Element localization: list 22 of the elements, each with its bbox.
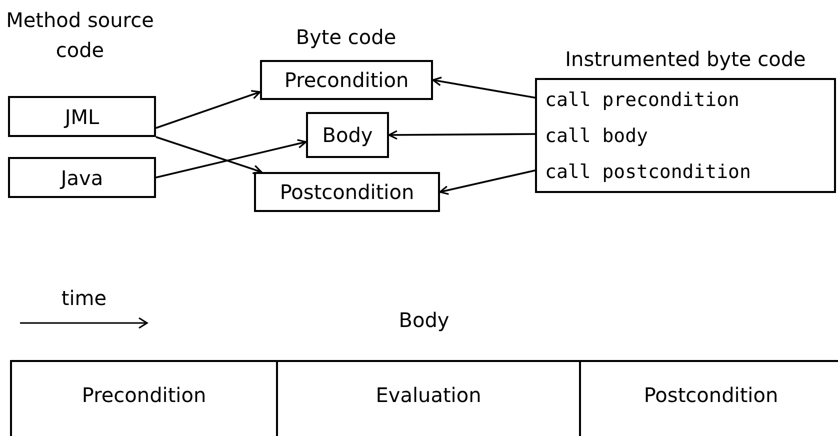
arrow (156, 139, 307, 178)
timeline-segment: Evaluation (276, 360, 579, 436)
timeline-segment: Precondition (10, 360, 276, 436)
arrow (156, 90, 261, 129)
timeline-segment: Postcondition (579, 360, 838, 436)
code-line: call body (537, 118, 836, 154)
code-line: call postcondition (537, 154, 836, 190)
code-line: call precondition (537, 82, 836, 118)
text-label: Body (398, 307, 450, 334)
arrow (388, 130, 537, 140)
process-box: JML (8, 96, 156, 137)
arrow (432, 76, 538, 99)
process-box: Precondition (260, 60, 433, 100)
text-label: time (61, 285, 107, 312)
text-label: Method source code (5, 7, 155, 64)
process-box: Java (8, 157, 156, 198)
arrow (439, 169, 538, 195)
box-heading: Instrumented byte code (564, 46, 807, 73)
text-label: Byte code (296, 24, 396, 51)
arrow (156, 136, 262, 174)
process-box: Postcondition (254, 172, 440, 212)
process-box: Body (306, 112, 389, 158)
